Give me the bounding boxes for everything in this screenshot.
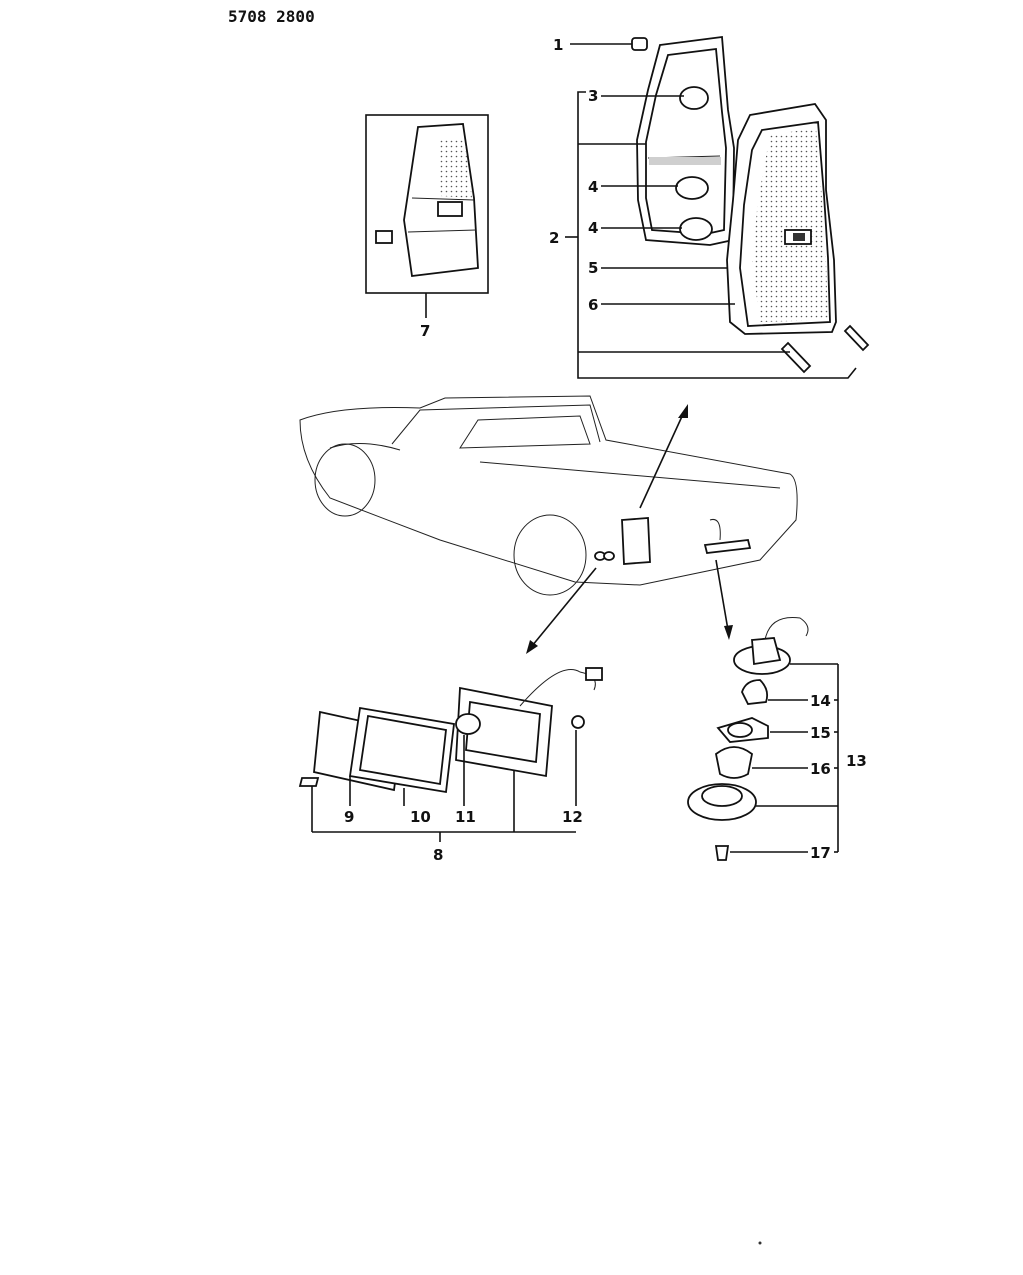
callout-12: 12 xyxy=(562,808,583,826)
callout-1: 1 xyxy=(553,36,563,54)
callout-10: 10 xyxy=(410,808,431,826)
callout-14: 14 xyxy=(810,692,831,710)
license-lamp-leaders xyxy=(730,663,839,853)
pickup-truck-outline xyxy=(299,395,798,596)
pointer-arrows xyxy=(526,404,733,654)
callout-8: 8 xyxy=(433,846,443,864)
tail-lamp-leaders xyxy=(565,43,857,379)
callout-11: 11 xyxy=(455,808,476,826)
callout-16: 16 xyxy=(810,760,831,778)
diagram-code: 5708 2800 xyxy=(228,7,315,26)
side-marker-lamp-exploded xyxy=(298,667,603,794)
callout-4-lower: 4 xyxy=(588,219,598,237)
inset-tail-lamp-assembly xyxy=(365,114,489,318)
side-marker-leaders xyxy=(311,730,577,842)
license-lamp-exploded xyxy=(687,616,809,861)
callout-6: 6 xyxy=(588,296,598,314)
callout-15: 15 xyxy=(810,724,831,742)
callout-9: 9 xyxy=(344,808,354,826)
callout-7: 7 xyxy=(420,322,430,340)
callout-13: 13 xyxy=(846,752,867,770)
callout-2: 2 xyxy=(549,229,559,247)
callout-3: 3 xyxy=(588,87,598,105)
callout-4-upper: 4 xyxy=(588,178,598,196)
scan-speck xyxy=(758,1241,762,1245)
tail-lamp-exploded xyxy=(631,35,870,374)
callout-5: 5 xyxy=(588,259,598,277)
callout-17: 17 xyxy=(810,844,831,862)
